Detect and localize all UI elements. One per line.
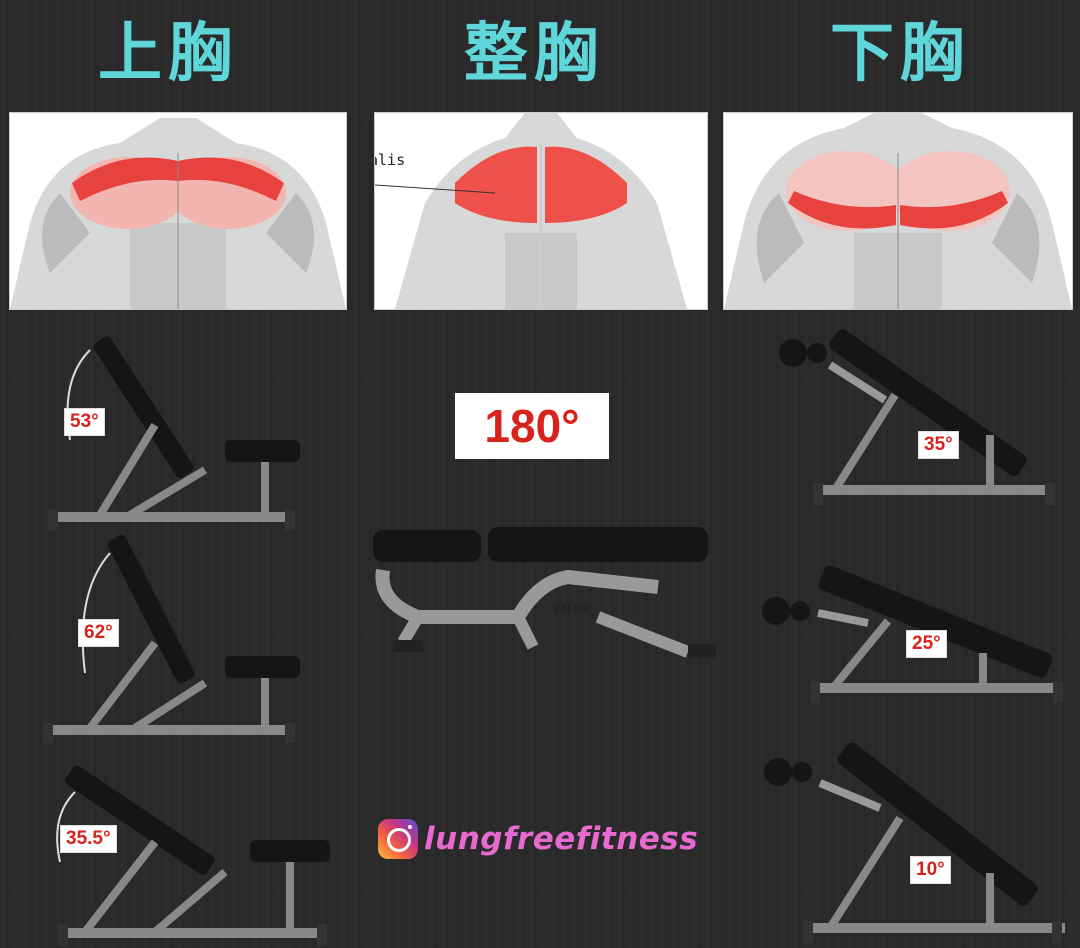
flat-bench: VALOR <box>373 527 716 658</box>
heading-lower-chest: 下胸 <box>830 17 970 91</box>
incline-bench-35-5 <box>56 765 330 946</box>
muscle-diagram-upper <box>9 112 347 310</box>
angle-label-53: 53° <box>64 408 105 436</box>
incline-bench-62 <box>43 535 300 743</box>
angle-label-62: 62° <box>78 619 119 647</box>
angle-label-35: 35° <box>918 431 959 459</box>
instagram-handle-text: lungfreefitness <box>424 821 699 857</box>
decline-bench-35 <box>779 329 1055 505</box>
angle-label-10: 10° <box>910 856 951 884</box>
angle-label-35-5: 35.5° <box>60 825 117 853</box>
bench-brand-label: VALOR <box>553 603 591 615</box>
decline-bench-25 <box>762 565 1063 703</box>
heading-whole-chest: 整胸 <box>464 17 604 91</box>
angle-label-180: 180° <box>455 393 609 459</box>
heading-upper-chest: 上胸 <box>98 17 238 91</box>
decline-bench-10 <box>764 742 1065 943</box>
angle-label-25: 25° <box>906 630 947 658</box>
instagram-icon <box>378 819 418 859</box>
instagram-handle[interactable]: lungfreefitness <box>378 816 698 862</box>
muscle-diagram-whole: alis <box>374 112 708 310</box>
muscle-label-fragment: alis <box>375 151 405 169</box>
muscle-diagram-lower <box>723 112 1073 310</box>
incline-bench-53 <box>48 336 300 530</box>
